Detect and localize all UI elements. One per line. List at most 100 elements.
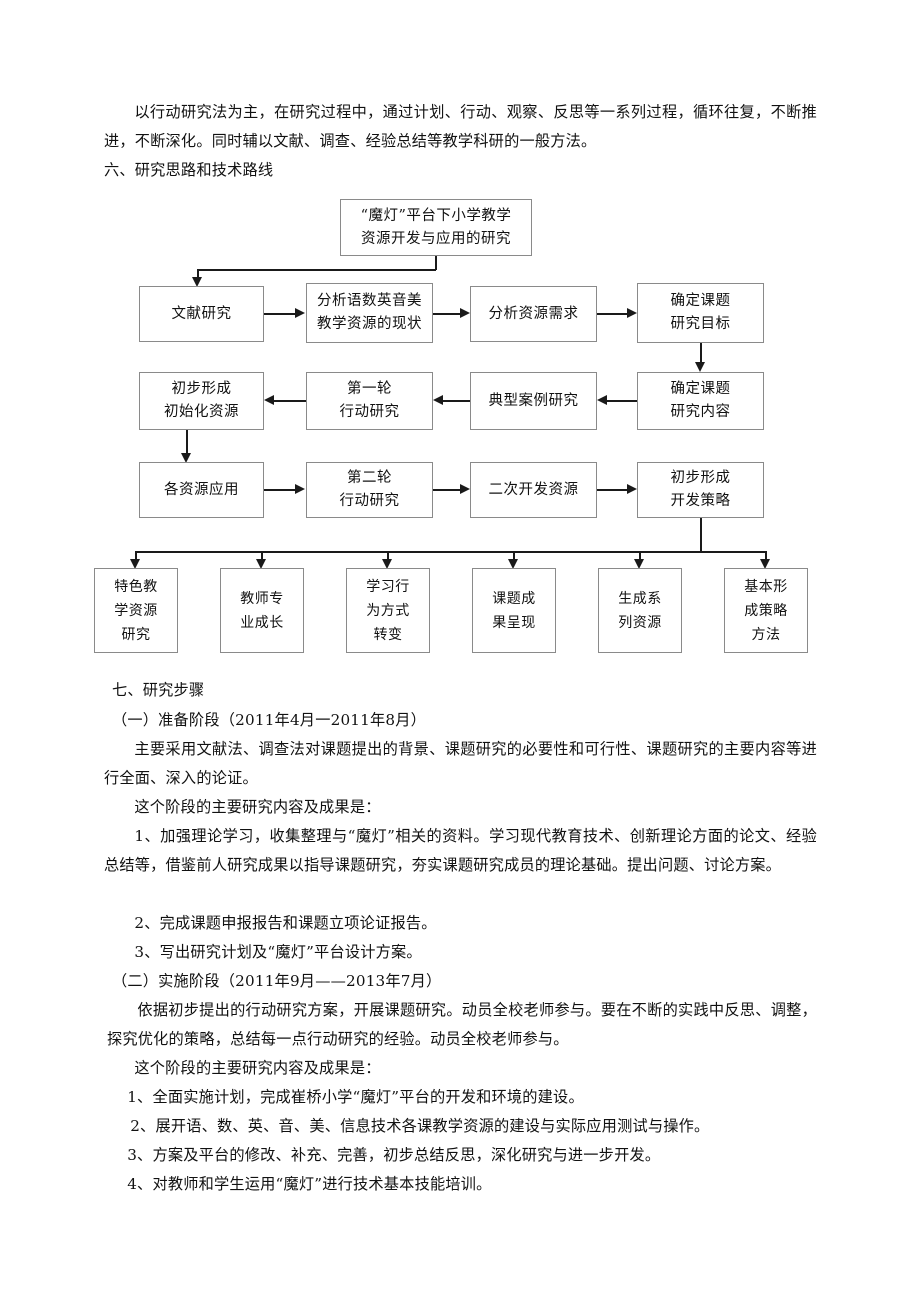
flow-node-r3c4-line-1: 初步形成 <box>670 470 731 486</box>
flow-node-r3c1-line-1: 各资源应用 <box>164 481 239 498</box>
flow-node-r4c2-line-1: 教师专 <box>240 590 284 607</box>
connector-r2c1-r3c1 <box>186 430 188 455</box>
connector-title-stub <box>435 256 437 270</box>
arrow-r2c3-r2c2 <box>433 395 443 405</box>
flow-node-r3c3-line-1: 二次开发资源 <box>488 481 579 498</box>
arrow-bus-to-b1 <box>130 559 140 569</box>
connector-bus-bar <box>135 551 766 553</box>
connector-r1c3-r1c4 <box>597 313 627 315</box>
flow-node-r4c3-line-3: 转变 <box>373 626 403 643</box>
flow-node-r3c4: 初步形成 开发策略 <box>637 462 764 518</box>
connector-bus-leg-3 <box>387 551 389 561</box>
arrow-title-to-box1 <box>192 277 202 287</box>
flow-node-r4c4: 课题成 果呈现 <box>472 568 556 653</box>
flow-node-r2c2-line-2: 行动研究 <box>339 404 400 420</box>
flow-node-r1c4-line-1: 确定课题 <box>670 293 731 309</box>
arrow-bus-to-b5 <box>634 559 644 569</box>
arrow-r3c3-r3c4 <box>627 484 637 494</box>
arrow-r2c4-r2c3 <box>597 395 607 405</box>
paragraph-stage2-item2: 2、展开语、数、英、音、美、信息技术各课教学资源的建设与实际应用测试与操作。 <box>130 1117 710 1135</box>
connector-bus-leg-2 <box>261 551 263 561</box>
flow-node-r4c3-line-1: 学习行 <box>366 578 410 595</box>
flow-node-r2c2-line-1: 第一轮 <box>347 381 392 397</box>
flow-node-r4c2: 教师专 业成长 <box>220 568 304 653</box>
paragraph-stage2-body: 依据初步提出的行动研究方案，开展课题研究。动员全校老师参与。要在不断的实践中反思… <box>107 1001 817 1048</box>
flow-node-r4c3-line-2: 为方式 <box>366 602 410 619</box>
connector-r3c1-r3c2 <box>264 489 295 491</box>
arrow-r1c2-r1c3 <box>460 308 470 318</box>
paragraph-stage1-title: （一）准备阶段（2011年4月一2011年8月） <box>112 711 427 729</box>
connector-bus-leg-1 <box>135 551 137 561</box>
flow-node-r1c2-line-2: 教学资源的现状 <box>317 316 422 332</box>
flow-node-r2c4-line-1: 确定课题 <box>670 381 731 397</box>
flow-node-r3c1: 各资源应用 <box>139 462 264 518</box>
paragraph-stage1-item1: 1、加强理论学习，收集整理与“魔灯”相关的资料。学习现代教育技术、创新理论方面的… <box>104 827 817 874</box>
flow-node-r1c3: 分析资源需求 <box>470 286 597 342</box>
flow-node-r3c2-line-2: 行动研究 <box>339 493 400 509</box>
connector-bus-leg-6 <box>765 551 767 561</box>
connector-r2c4-r2c3 <box>607 400 637 402</box>
flow-node-r2c4: 确定课题 研究内容 <box>637 372 764 430</box>
flow-node-r2c2: 第一轮 行动研究 <box>306 372 433 430</box>
flow-node-r4c6-line-2: 成策略 <box>744 602 788 619</box>
flow-node-r2c1: 初步形成 初始化资源 <box>139 372 264 430</box>
flow-node-r3c2-line-1: 第二轮 <box>347 470 392 486</box>
flow-node-r1c2: 分析语数英音美 教学资源的现状 <box>306 283 433 343</box>
connector-r2c3-r2c2 <box>443 400 470 402</box>
flow-node-r4c6-line-3: 方法 <box>751 626 781 643</box>
connector-r3c2-r3c3 <box>433 489 460 491</box>
flow-node-r1c4: 确定课题 研究目标 <box>637 283 764 343</box>
paragraph-method: 以行动研究法为主，在研究过程中，通过计划、行动、观察、反思等一系列过程，循环往复… <box>104 103 817 150</box>
arrow-r2c2-r2c1 <box>264 395 274 405</box>
paragraph-stage2-lead: 这个阶段的主要研究内容及成果是： <box>134 1059 381 1077</box>
flow-node-title: “魔灯”平台下小学教学 资源开发与应用的研究 <box>340 199 532 256</box>
flow-node-r4c5: 生成系 列资源 <box>598 568 682 653</box>
flow-node-r4c1-line-1: 特色教 <box>114 578 158 595</box>
arrow-bus-to-b2 <box>256 559 266 569</box>
paragraph-stage1-lead: 这个阶段的主要研究内容及成果是： <box>134 798 381 816</box>
connector-r3c3-r3c4 <box>597 489 627 491</box>
flow-node-r1c1: 文献研究 <box>139 286 264 342</box>
connector-bus-leg-4 <box>513 551 515 561</box>
paragraph-stage2-item4: 4、对教师和学生运用“魔灯”进行技术基本技能培训。 <box>127 1175 492 1193</box>
flow-node-r3c3: 二次开发资源 <box>470 462 597 518</box>
paragraph-stage2-item1: 1、全面实施计划，完成崔桥小学“魔灯”平台的开发和环境的建设。 <box>127 1088 584 1106</box>
flow-node-r4c2-line-2: 业成长 <box>240 614 284 631</box>
flow-node-r2c4-line-2: 研究内容 <box>670 404 731 420</box>
paragraph-stage1-item2: 2、完成课题申报报告和课题立项论证报告。 <box>134 914 437 932</box>
paragraph-stage2-item3: 3、方案及平台的修改、补充、完善，初步总结反思，深化研究与进一步开发。 <box>127 1146 661 1164</box>
flow-node-r1c4-line-2: 研究目标 <box>670 316 731 332</box>
connector-bus-leg-5 <box>639 551 641 561</box>
arrow-bus-to-b3 <box>382 559 392 569</box>
flow-node-r4c1-line-2: 学资源 <box>114 602 158 619</box>
flow-node-r3c4-line-2: 开发策略 <box>670 493 731 509</box>
paragraph-stage2-title: （二）实施阶段（2011年9月——2013年7月） <box>112 972 442 990</box>
flow-node-r4c4-line-2: 果呈现 <box>492 614 536 631</box>
paragraph-stage1-body: 主要采用文献法、调查法对课题提出的背景、课题研究的必要性和可行性、课题研究的主要… <box>104 740 817 787</box>
paragraph-stage1-item3: 3、写出研究计划及“魔灯”平台设计方案。 <box>134 943 422 961</box>
flow-node-r3c2: 第二轮 行动研究 <box>306 462 433 518</box>
flow-node-r4c6-line-1: 基本形 <box>744 578 788 595</box>
flow-node-r4c6: 基本形 成策略 方法 <box>724 568 808 653</box>
heading-seven: 七、研究步骤 <box>112 681 205 699</box>
flow-node-r4c4-line-1: 课题成 <box>492 590 536 607</box>
flow-node-title-line-2: 资源开发与应用的研究 <box>361 230 511 247</box>
flow-node-r4c5-line-2: 列资源 <box>618 614 662 631</box>
heading-six: 六、研究思路和技术路线 <box>104 161 274 179</box>
arrow-r1c4-r2c4 <box>695 362 705 372</box>
flow-node-title-line-1: “魔灯”平台下小学教学 <box>360 207 512 224</box>
flow-node-r2c3: 典型案例研究 <box>470 372 597 430</box>
flow-node-r2c1-line-2: 初始化资源 <box>164 404 239 420</box>
arrow-r3c1-r3c2 <box>295 484 305 494</box>
flow-node-r1c2-line-1: 分析语数英音美 <box>317 293 422 309</box>
connector-bus-drop <box>700 518 702 552</box>
connector-r1c2-r1c3 <box>433 313 460 315</box>
connector-r2c2-r2c1 <box>274 400 306 402</box>
connector-r1c1-r1c2 <box>264 313 295 315</box>
arrow-r2c1-r3c1 <box>181 453 191 463</box>
connector-title-bar <box>197 269 436 271</box>
flow-node-r4c1: 特色教 学资源 研究 <box>94 568 178 653</box>
flow-node-r2c3-line-1: 典型案例研究 <box>488 392 579 409</box>
arrow-r1c1-r1c2 <box>295 308 305 318</box>
